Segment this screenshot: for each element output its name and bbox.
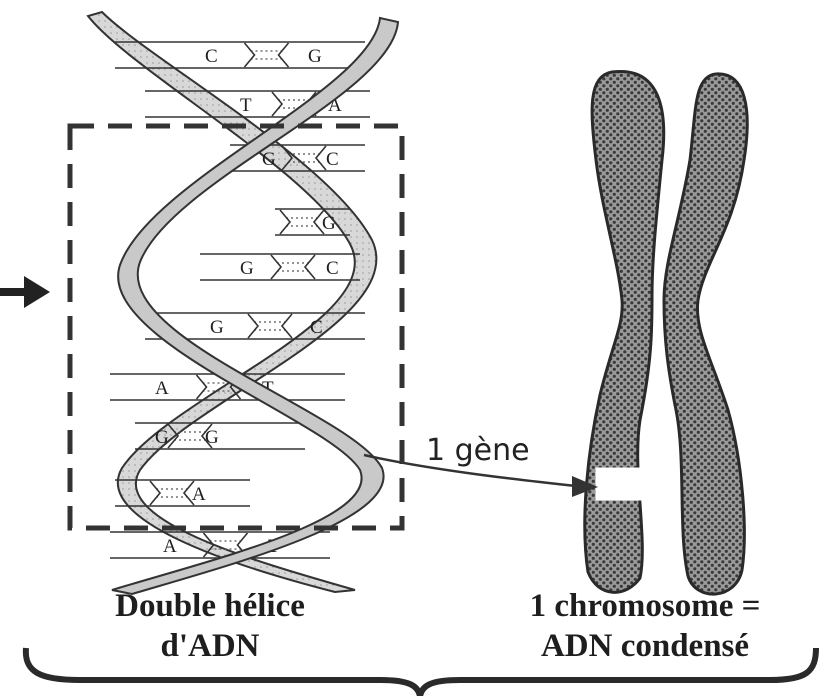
base-left-letter: C xyxy=(205,46,218,67)
gene-label: 1 gène xyxy=(426,433,530,468)
gene-band xyxy=(596,468,644,500)
base-right-letter: C xyxy=(326,149,339,170)
base-notch xyxy=(150,481,160,505)
dna-strand-front xyxy=(112,18,398,594)
chromosome-left-chromatid xyxy=(585,71,664,592)
base-left-letter: T xyxy=(240,95,252,116)
base-notch xyxy=(316,146,326,170)
base-notch xyxy=(271,255,281,279)
base-notch xyxy=(279,43,289,67)
base-left-letter: G xyxy=(155,427,169,448)
base-right-letter: C xyxy=(310,317,323,338)
dna-caption-line-1: Double hélice xyxy=(60,586,360,626)
base-right-letter: G xyxy=(205,427,219,448)
base-notch xyxy=(272,92,282,116)
dashed-selection-box xyxy=(70,126,402,528)
gene-pointer: 1 gène xyxy=(364,433,598,497)
base-notch xyxy=(282,314,292,338)
base-left-letter: G xyxy=(240,258,254,279)
base-notch xyxy=(280,210,290,234)
chromosome xyxy=(585,71,747,594)
chromosome-caption: 1 chromosome = ADN condensé xyxy=(470,586,820,666)
base-left-letter: G xyxy=(262,149,276,170)
base-notch xyxy=(305,255,315,279)
base-right-letter: G xyxy=(322,213,336,234)
chromosome-caption-line-1: 1 chromosome = xyxy=(470,586,820,626)
base-left-letter: A xyxy=(155,378,169,399)
base-notch xyxy=(197,375,207,399)
dna-caption-line-2: d'ADN xyxy=(60,626,360,666)
base-right-letter: G xyxy=(308,46,322,67)
base-notch xyxy=(248,314,258,338)
base-notch xyxy=(245,43,255,67)
chromosome-right-chromatid xyxy=(664,74,747,594)
base-left-letter: G xyxy=(210,317,224,338)
base-right-letter: A xyxy=(192,484,206,505)
pointer-arrow xyxy=(0,276,50,308)
base-right-letter: C xyxy=(326,258,339,279)
base-left-letter: A xyxy=(163,536,177,557)
chromosome-caption-line-2: ADN condensé xyxy=(470,626,820,666)
dna-caption: Double hélice d'ADN xyxy=(60,586,360,666)
